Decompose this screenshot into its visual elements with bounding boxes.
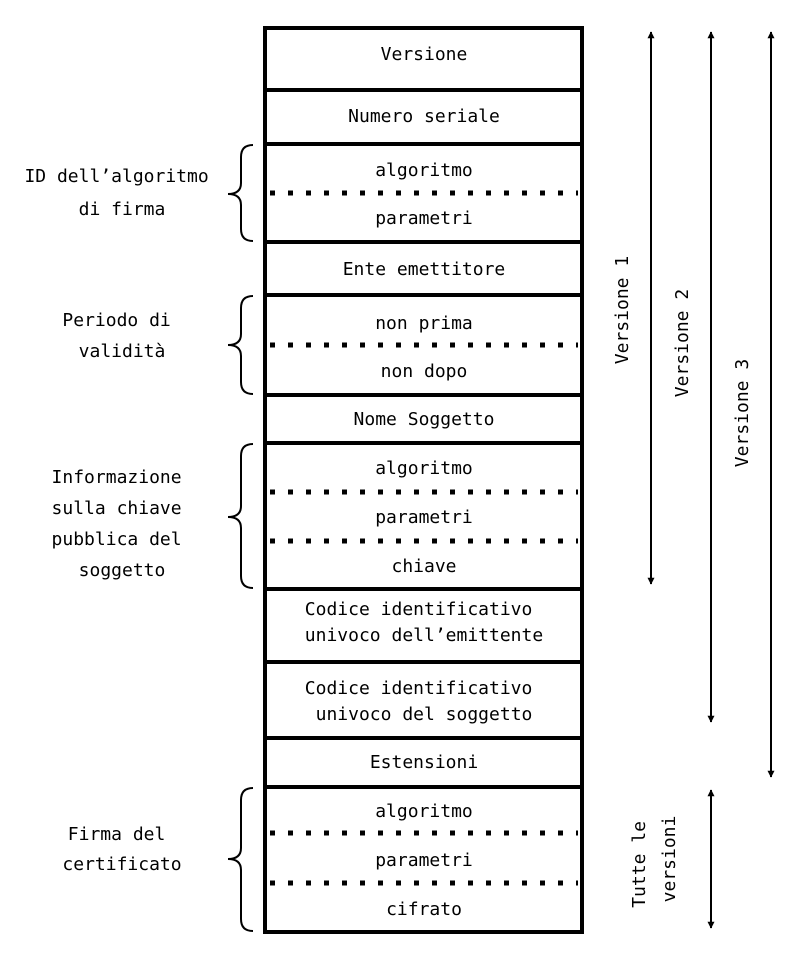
brace-id-algoritmo (227, 144, 254, 242)
field-ente-emettitore: Ente emettitore (343, 259, 506, 280)
brace-firma-certificato (227, 787, 254, 932)
field-id-soggetto: Codice identificativo univoco del sogget… (305, 678, 543, 725)
field-cifrato: cifrato (386, 899, 462, 920)
field-cert-parametri: parametri (375, 850, 473, 871)
group-info-chiave-pubblica: Informazione sulla chiave pubblica del s… (52, 467, 193, 581)
field-estensioni: Estensioni (370, 752, 478, 773)
field-cert-algoritmo: algoritmo (375, 801, 473, 822)
field-separators (265, 88, 582, 789)
group-firma-certificato: Firma del certificato (62, 824, 181, 875)
field-non-prima: non prima (375, 313, 473, 334)
field-firma-algoritmo: algoritmo (375, 160, 473, 181)
group-braces (227, 144, 254, 932)
brace-info-chiave (227, 443, 254, 589)
group-id-algoritmo-firma: ID dell’algoritmo di firma (24, 166, 219, 220)
field-non-dopo: non dopo (381, 361, 468, 382)
field-chiave-parametri: parametri (375, 507, 473, 528)
field-id-emittente: Codice identificativo univoco dell’emitt… (305, 599, 543, 646)
label-versione-3: Versione 3 (732, 359, 753, 467)
label-versione-1: Versione 1 (612, 256, 633, 364)
field-versione: Versione (381, 44, 468, 65)
brace-periodo-validita (227, 295, 254, 395)
label-tutte-le-versioni: Tutte le versioni (629, 810, 680, 908)
version-arrows (647, 31, 775, 929)
group-labels: ID dell’algoritmo di firma Periodo di va… (24, 166, 219, 875)
field-chiave: chiave (391, 556, 456, 577)
group-periodo-validita: Periodo di validità (62, 310, 181, 362)
field-labels: Versione Numero seriale algoritmo parame… (305, 44, 543, 920)
field-nome-soggetto: Nome Soggetto (354, 409, 495, 430)
certificate-outline (263, 26, 584, 934)
field-firma-parametri: parametri (375, 208, 473, 229)
version-labels: Versione 1 Versione 2 Versione 3 Tutte l… (612, 256, 753, 908)
label-versione-2: Versione 2 (672, 289, 693, 397)
field-chiave-algoritmo: algoritmo (375, 458, 473, 479)
subfield-separators (270, 190, 578, 886)
field-numero-seriale: Numero seriale (348, 106, 500, 127)
